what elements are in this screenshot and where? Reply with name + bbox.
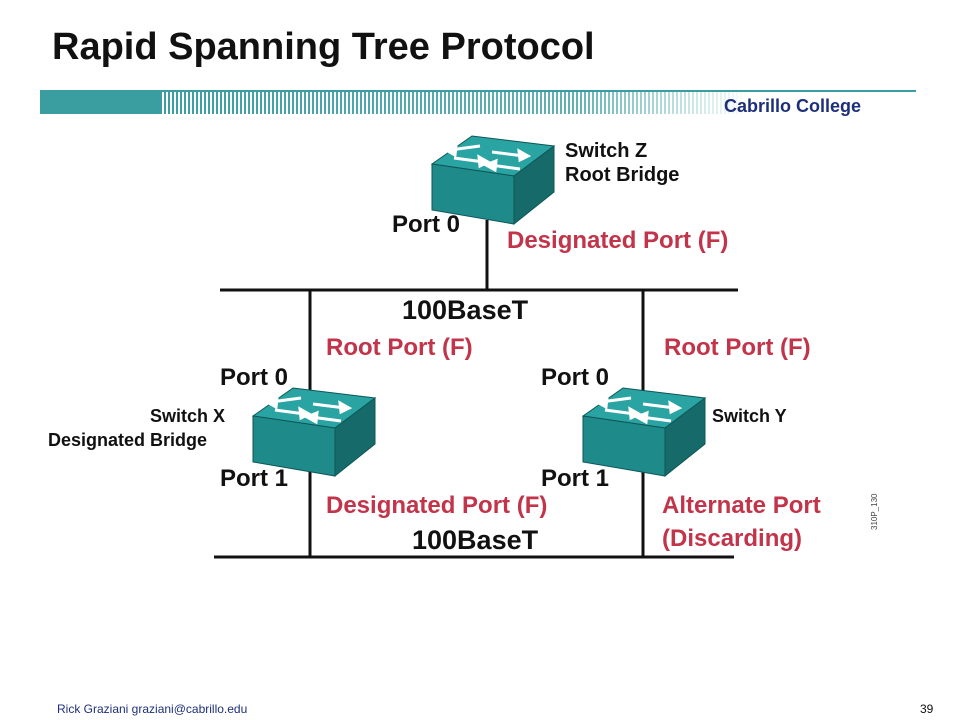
switch-z-name: Switch Z (565, 140, 648, 162)
switch-y-port1-label: Port 1 (541, 465, 610, 492)
switch-y-port0-label: Port 0 (541, 364, 610, 391)
switch-z-role: Root Bridge (565, 164, 680, 186)
page-number: 39 (920, 702, 934, 716)
switch-x-port0-label: Port 0 (220, 364, 289, 391)
switch-y-port1-role-line2: (Discarding) (662, 525, 803, 552)
switch-z-port0-label: Port 0 (392, 211, 461, 238)
switch-z-port0-role: Designated Port (F) (507, 227, 729, 254)
bottom-segment-label: 100BaseT (412, 525, 539, 555)
top-segment-label: 100BaseT (402, 295, 529, 325)
switch-y-name: Switch Y (712, 406, 787, 426)
figure-id: 310P_130 (870, 493, 879, 530)
slide-title: Rapid Spanning Tree Protocol (52, 26, 595, 68)
college-name: Cabrillo College (724, 96, 862, 116)
switch-y-port0-role: Root Port (F) (664, 334, 811, 361)
switch-x-port0-role: Root Port (F) (326, 334, 473, 361)
footer-author: Rick Graziani graziani@cabrillo.edu (57, 702, 248, 716)
switch-x-role: Designated Bridge (48, 430, 208, 450)
switch-x-icon (251, 386, 377, 478)
switch-y-port1-role-line1: Alternate Port (662, 492, 821, 519)
switch-x-port1-role: Designated Port (F) (326, 492, 548, 519)
switch-x-port1-label: Port 1 (220, 465, 289, 492)
switch-y-icon (581, 386, 707, 478)
header-band (40, 90, 916, 114)
switch-x-name: Switch X (150, 406, 226, 426)
